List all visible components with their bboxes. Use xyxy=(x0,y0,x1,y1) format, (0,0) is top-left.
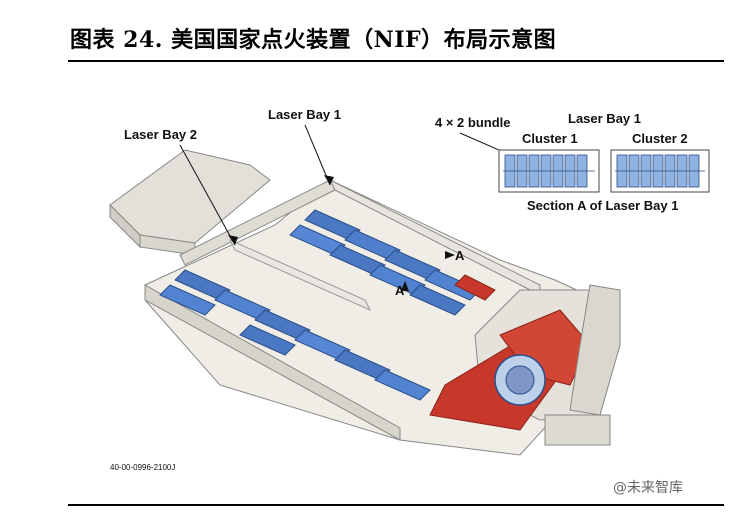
label-section-caption: Section A of Laser Bay 1 xyxy=(527,198,678,213)
marker-a-bottom: A xyxy=(395,283,405,298)
drawing-number: 40-00-0996-2100J xyxy=(110,463,175,472)
target-area xyxy=(429,284,621,446)
label-cluster-1: Cluster 1 xyxy=(522,131,578,146)
top-rule xyxy=(68,60,724,62)
bottom-rule xyxy=(68,504,724,506)
cluster-1-bundles xyxy=(503,154,595,188)
label-cluster-2: Cluster 2 xyxy=(632,131,688,146)
callouts: Laser Bay 2 Laser Bay 1 A A 40-00-0996-2… xyxy=(110,107,465,472)
section-a-inset: 4 × 2 bundle Laser Bay 1 Cluster 1 Clust… xyxy=(435,111,710,213)
laser-bay-1-modules xyxy=(289,209,496,316)
figure-title: 图表 24. 美国国家点火装置（NIF）布局示意图 xyxy=(70,27,557,53)
cluster-2-bundles xyxy=(615,154,705,188)
label-bundle: 4 × 2 bundle xyxy=(435,115,511,130)
nif-layout-illustration: Laser Bay 2 Laser Bay 1 A A 40-00-0996-2… xyxy=(109,107,710,472)
marker-a-top: A xyxy=(455,248,465,263)
label-laser-bay-1: Laser Bay 1 xyxy=(268,107,341,122)
laser-bay-2-modules xyxy=(159,269,431,401)
watermark: @未来智库 xyxy=(613,480,683,496)
label-section-laser-bay-1: Laser Bay 1 xyxy=(568,111,641,126)
label-laser-bay-2: Laser Bay 2 xyxy=(124,127,197,142)
auxiliary-building xyxy=(109,149,271,256)
